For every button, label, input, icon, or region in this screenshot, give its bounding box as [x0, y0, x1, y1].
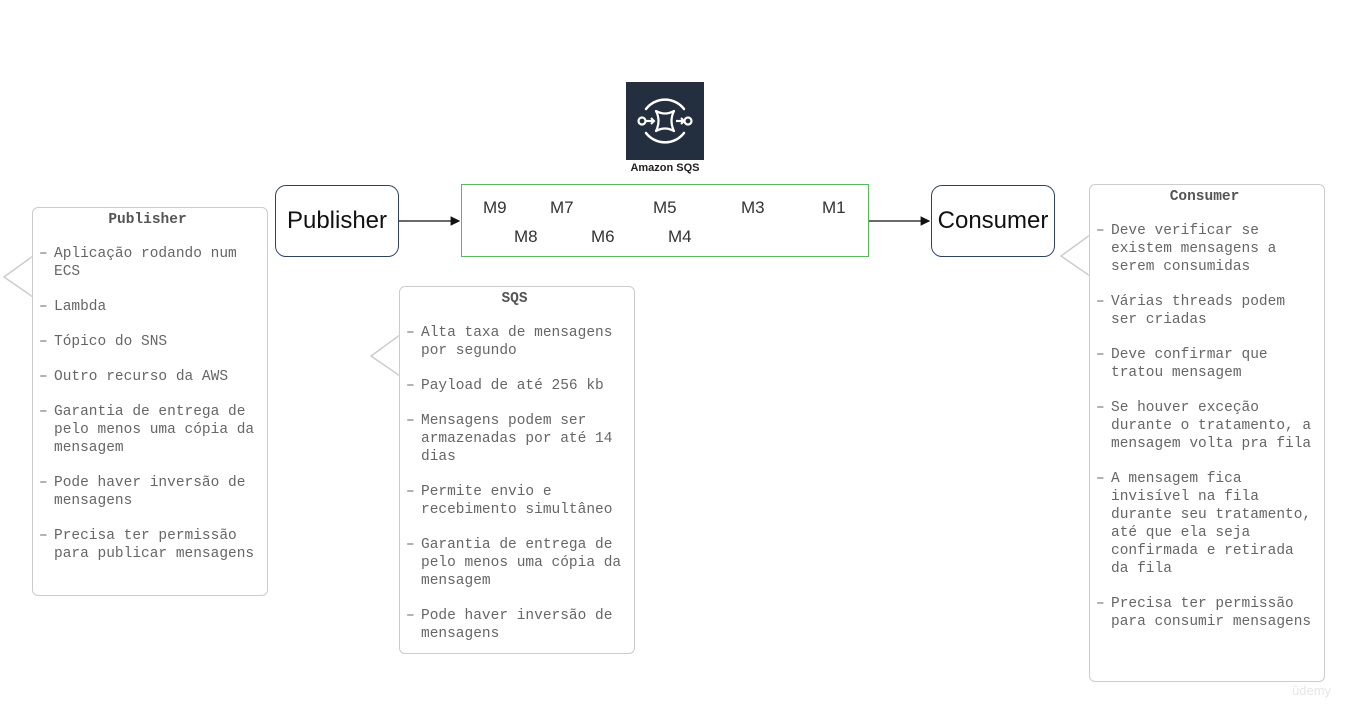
consumer-node: Consumer: [931, 185, 1055, 257]
queue-message: M8: [514, 227, 538, 246]
sqs-callout: SQS Alta taxa de mensagens por segundo P…: [399, 286, 635, 654]
list-item: A mensagem fica invisível na fila durant…: [1093, 470, 1316, 578]
publisher-callout-tail: [2, 254, 34, 299]
list-item: Garantia de entrega de pelo menos uma có…: [36, 403, 259, 457]
amazon-sqs-icon: [626, 82, 704, 160]
list-item: Permite envio e recebimento simultâneo: [403, 483, 626, 519]
publisher-callout-list: Aplicação rodando num ECS Lambda Tópico …: [36, 245, 259, 563]
sqs-callout-title: SQS: [501, 291, 528, 307]
list-item: Alta taxa de mensagens por segundo: [403, 324, 626, 360]
sqs-queue: M9 M7 M5 M3 M1 M8 M6 M4: [461, 184, 869, 257]
queue-message: M1: [822, 198, 846, 217]
list-item: Mensagens podem ser armazenadas por até …: [403, 412, 626, 466]
publisher-node-label: Publisher: [286, 207, 388, 234]
list-item: Precisa ter permissão para publicar mens…: [36, 527, 259, 563]
publisher-callout: Publisher Aplicação rodando num ECS Lamb…: [32, 207, 268, 596]
sqs-callout-list: Alta taxa de mensagens por segundo Paylo…: [403, 324, 626, 643]
queue-message: M4: [668, 227, 692, 246]
udemy-watermark: ûdemy: [1292, 683, 1332, 698]
amazon-sqs-label: Amazon SQS: [630, 162, 700, 174]
consumer-callout-tail: [1059, 233, 1091, 278]
queue-message: M6: [591, 227, 615, 246]
queue-message: M7: [550, 198, 574, 217]
list-item: Tópico do SNS: [36, 333, 259, 351]
publisher-node: Publisher: [275, 185, 399, 257]
queue-message: M9: [483, 198, 507, 217]
sqs-callout-tail: [369, 333, 401, 378]
list-item: Precisa ter permissão para consumir mens…: [1093, 595, 1316, 631]
list-item: Payload de até 256 kb: [403, 377, 626, 395]
consumer-callout: Consumer Deve verificar se existem mensa…: [1089, 184, 1325, 682]
list-item: Pode haver inversão de mensagens: [36, 474, 259, 510]
publisher-callout-title: Publisher: [108, 212, 187, 228]
list-item: Aplicação rodando num ECS: [36, 245, 259, 281]
queue-message: M3: [741, 198, 765, 217]
consumer-callout-list: Deve verificar se existem mensagens a se…: [1093, 222, 1316, 631]
list-item: Pode haver inversão de mensagens: [403, 607, 626, 643]
list-item: Deve verificar se existem mensagens a se…: [1093, 222, 1316, 276]
list-item: Várias threads podem ser criadas: [1093, 293, 1316, 329]
list-item: Deve confirmar que tratou mensagem: [1093, 346, 1316, 382]
queue-message: M5: [653, 198, 677, 217]
list-item: Outro recurso da AWS: [36, 368, 259, 386]
consumer-callout-title: Consumer: [1169, 189, 1240, 205]
list-item: Se houver exceção durante o tratamento, …: [1093, 399, 1316, 453]
list-item: Garantia de entrega de pelo menos uma có…: [403, 536, 626, 590]
list-item: Lambda: [36, 298, 259, 316]
consumer-node-label: Consumer: [937, 207, 1049, 234]
